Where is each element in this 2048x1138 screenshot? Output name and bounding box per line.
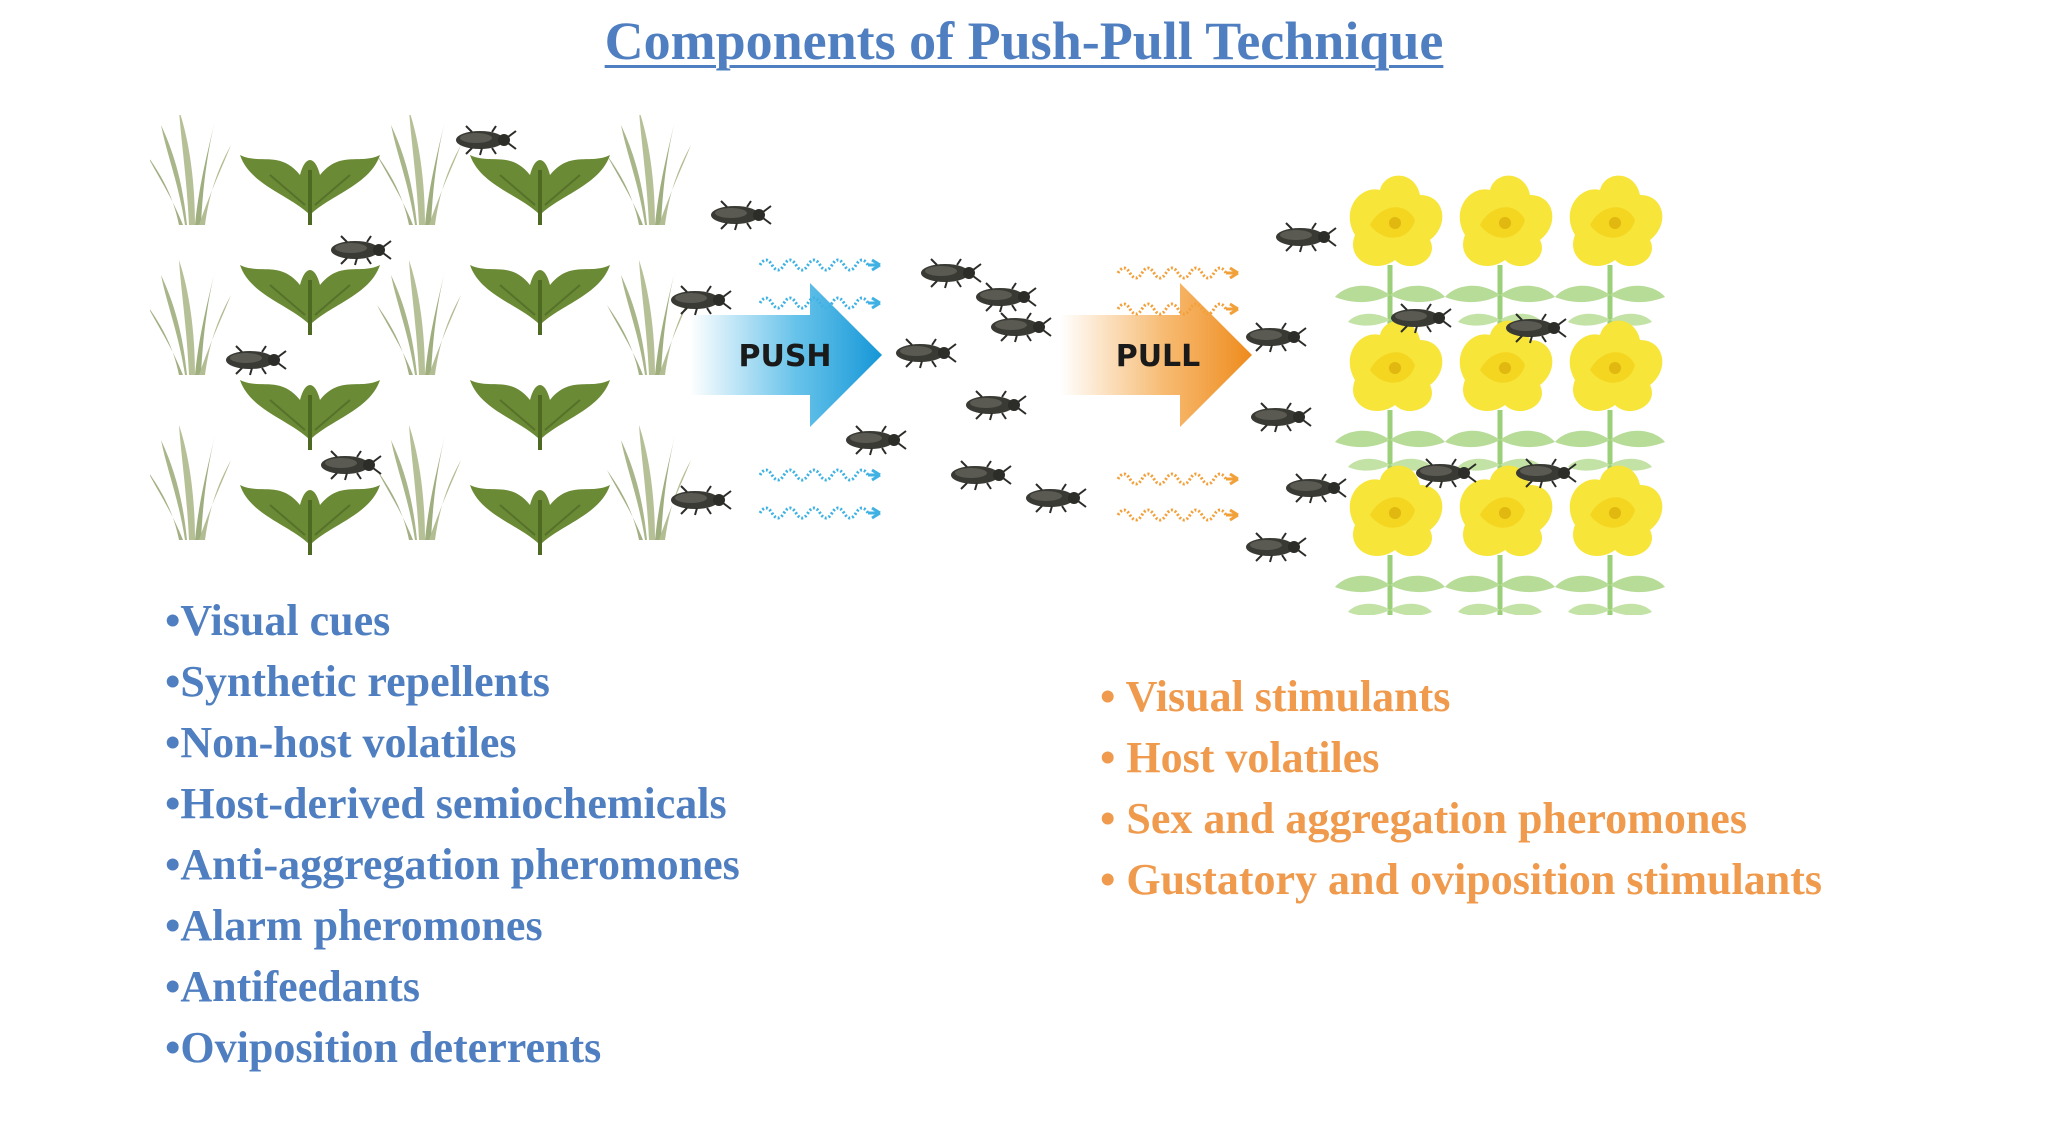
insect-icon <box>1025 483 1087 514</box>
list-item: •Antifeedants <box>165 962 420 1011</box>
list-item: •Anti-aggregation pheromones <box>165 840 740 889</box>
leafy-plant-icon <box>468 378 612 452</box>
insect-icon <box>895 338 957 369</box>
insect-icon <box>330 235 392 266</box>
repellent-field <box>150 115 691 557</box>
insect-icon <box>225 345 287 376</box>
wave-icon <box>1116 266 1240 280</box>
list-item: • Host volatiles <box>1100 733 1380 782</box>
grass-icon <box>150 425 231 540</box>
insect-icon <box>845 425 907 456</box>
grass-icon <box>377 115 461 225</box>
wave-icon <box>758 506 882 520</box>
insect-icon <box>455 125 517 156</box>
pull-label: PULL <box>1116 339 1201 374</box>
leafy-plant-icon <box>238 153 382 227</box>
insect-icon <box>670 285 732 316</box>
wave-icon <box>758 468 882 482</box>
leafy-plant-icon <box>238 378 382 452</box>
pull-arrow: PULL <box>1060 283 1252 427</box>
flower-icon <box>1335 321 1445 475</box>
flower-icon <box>1555 466 1665 615</box>
grass-icon <box>607 260 691 375</box>
grass-icon <box>607 115 691 225</box>
flower-icon <box>1445 176 1555 330</box>
leafy-plant-icon <box>468 263 612 337</box>
flower-icon <box>1445 466 1555 615</box>
insect-icon <box>965 390 1027 421</box>
grass-icon <box>607 425 691 540</box>
wave-icon <box>1116 302 1240 316</box>
push-components-list: •Visual cues •Synthetic repellents •Non-… <box>165 590 740 1078</box>
grass-icon <box>377 260 461 375</box>
list-item: •Host-derived semiochemicals <box>165 779 727 828</box>
page-title: Components of Push-Pull Technique <box>604 11 1444 71</box>
list-item: •Alarm pheromones <box>165 901 543 950</box>
list-item: • Gustatory and oviposition stimulants <box>1100 855 1822 904</box>
list-item: • Visual stimulants <box>1100 672 1451 721</box>
wave-icon <box>1116 472 1240 486</box>
insect-icon <box>1245 322 1307 353</box>
flower-icon <box>1555 176 1665 330</box>
grass-icon <box>150 260 231 375</box>
list-item: •Oviposition deterrents <box>165 1023 602 1072</box>
list-item: •Synthetic repellents <box>165 657 550 706</box>
pull-components-list: • Visual stimulants • Host volatiles • S… <box>1100 666 1822 910</box>
push-pull-illustration: PUSH PULL <box>150 115 1710 615</box>
flower-icon <box>1445 321 1555 475</box>
insect-icon <box>320 450 382 481</box>
grass-icon <box>377 425 461 540</box>
list-item: •Non-host volatiles <box>165 718 517 767</box>
flower-icon <box>1555 321 1665 475</box>
insect-icon <box>990 312 1052 343</box>
push-arrow: PUSH <box>690 283 882 427</box>
leafy-plant-icon <box>468 153 612 227</box>
push-label: PUSH <box>738 339 831 374</box>
leafy-plant-icon <box>238 263 382 337</box>
attractant-field <box>1335 176 1665 615</box>
insect-icon <box>950 460 1012 491</box>
insect-icon <box>1250 402 1312 433</box>
list-item: • Sex and aggregation pheromones <box>1100 794 1747 843</box>
insect-icon <box>920 258 982 289</box>
wave-icon <box>758 258 882 272</box>
flower-icon <box>1335 466 1445 615</box>
insect-icon <box>710 200 772 231</box>
insect-icon <box>1285 473 1347 504</box>
insect-icon <box>1275 222 1337 253</box>
wave-icon <box>1116 508 1240 522</box>
insect-icon <box>975 282 1037 313</box>
list-item: •Visual cues <box>165 596 391 645</box>
leafy-plant-icon <box>238 483 382 557</box>
leafy-plant-icon <box>468 483 612 557</box>
insect-icon <box>1245 532 1307 563</box>
insect-icon <box>670 485 732 516</box>
grass-icon <box>150 115 231 225</box>
